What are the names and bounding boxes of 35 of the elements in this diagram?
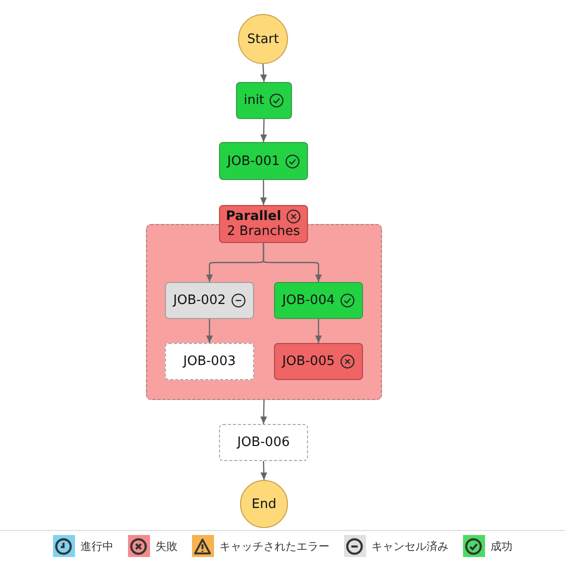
terminal-circle [240, 480, 288, 528]
state-box [219, 424, 308, 461]
legend-label: 進行中 [80, 538, 114, 554]
state-name: Start [247, 32, 279, 46]
state-name: JOB-005 [282, 354, 335, 369]
state-box [219, 142, 308, 180]
arrow [260, 118, 268, 142]
state-name: init [244, 93, 264, 108]
state-box [274, 282, 363, 319]
arrow [260, 180, 267, 205]
state-name: Parallel [226, 209, 282, 224]
state-box [165, 282, 254, 319]
arrow [206, 319, 213, 343]
state-box [274, 343, 363, 380]
state-name: JOB-004 [282, 293, 335, 308]
state-name: JOB-006 [237, 435, 290, 450]
state-box [165, 343, 254, 380]
arrow [315, 319, 322, 343]
arrow [262, 243, 322, 282]
state-name: JOB-001 [227, 154, 280, 168]
state-box [236, 82, 292, 119]
parallel-region [146, 224, 382, 400]
state-name: JOB-002 [173, 293, 226, 308]
branch-count: 2 Branches [226, 224, 300, 239]
legend-label: キャッチされたエラー [220, 538, 330, 554]
arrow [260, 64, 267, 82]
state-box [219, 205, 308, 243]
legend-label: キャンセル済み [372, 538, 448, 554]
state-name: JOB-003 [183, 354, 236, 369]
legend-label: 失敗 [156, 538, 178, 554]
state-name: End [252, 496, 276, 512]
terminal-circle [238, 14, 288, 64]
legend-label: 成功 [490, 538, 512, 554]
arrow [260, 400, 268, 424]
arrow [260, 460, 268, 480]
